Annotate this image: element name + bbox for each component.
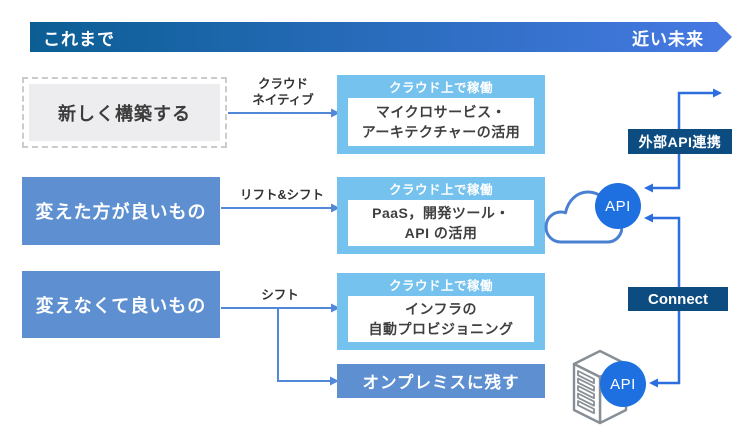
external-api-badge: 外部API連携 (628, 129, 732, 154)
source-box-build-new: 新しく構築する (22, 77, 227, 148)
source-box-no-need-to-change: 変えなくて良いもの (22, 271, 220, 338)
timeline-header-bar: これまで 近い未来 (30, 22, 717, 52)
arrow-label-lift-and-shift: リフト&シフト (239, 188, 325, 202)
target-box-2-body: PaaS，開発ツール・ API の活用 (348, 200, 534, 246)
connect-rail-head-top-icon (644, 213, 653, 223)
target-box-paas: クラウド上で稼働 PaaS，開発ツール・ API の活用 (337, 177, 545, 254)
target-box-3-body: インフラの 自動プロビジョニング (348, 296, 534, 342)
target-box-3-header: クラウド上で稼働 (388, 279, 493, 293)
connect-badge: Connect (628, 287, 728, 311)
arrow-label-cloud-native: クラウド ネイティブ (252, 77, 314, 107)
target-box-microservices: クラウド上で稼働 マイクロサービス・ アーキテクチャーの活用 (337, 75, 545, 154)
target-box-2-header: クラウド上で稼働 (388, 183, 493, 197)
arrow-branch-onpremise (277, 309, 330, 382)
connect-rail-head-bottom-icon (649, 378, 658, 388)
target-box-1-body: マイクロサービス・ アーキテクチャーの活用 (348, 98, 534, 146)
timeline-past-label: これまで (43, 29, 115, 49)
target-box-1-header: クラウド上で稼働 (388, 81, 493, 95)
cloud-api-circle: API (595, 183, 641, 229)
server-api-circle: API (600, 361, 646, 407)
external-api-rail-head-right-icon (713, 88, 722, 98)
timeline-future-label: 近い未来 (632, 29, 704, 49)
on-premise-box: オンプレミスに残す (337, 364, 545, 398)
target-box-provisioning: クラウド上で稼働 インフラの 自動プロビジョニング (337, 273, 545, 350)
arrow-label-shift: シフト (261, 288, 299, 302)
server-icon (572, 349, 628, 425)
timeline-arrow-tip-icon (717, 22, 732, 52)
source-box-build-new-label: 新しく構築する (29, 84, 220, 141)
source-box-better-to-change: 変えた方が良いもの (22, 177, 220, 245)
external-api-rail-head-left-icon (644, 183, 653, 193)
